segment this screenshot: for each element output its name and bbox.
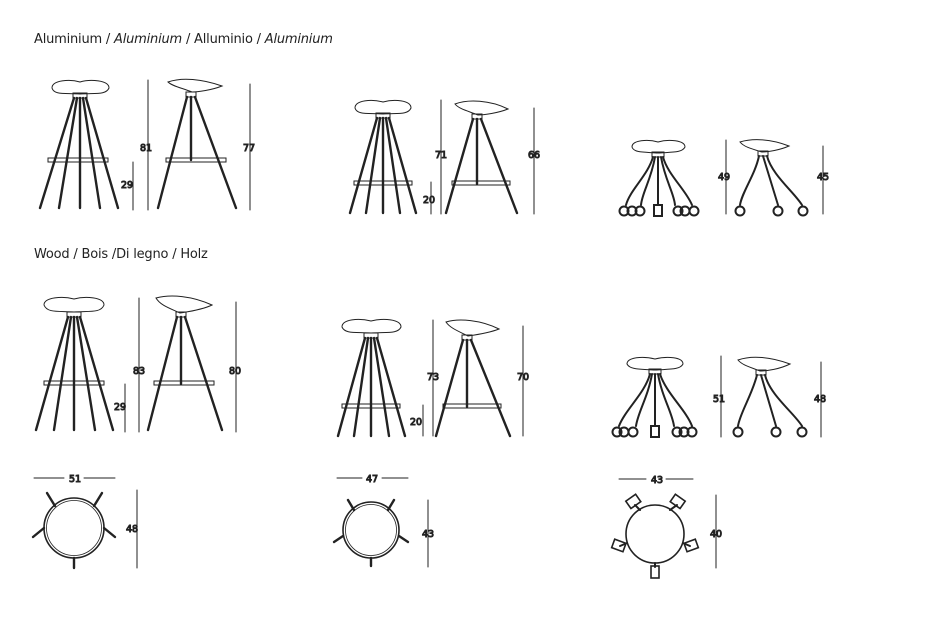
- wood-counter-side-dims: 70: [517, 325, 530, 437]
- alu-counter-side-height: 66: [528, 150, 540, 161]
- alu-counter-front-dims: 71 20: [423, 99, 448, 215]
- aluminium-heading-part-2: / Alluminio /: [182, 32, 265, 47]
- wood-counter-footrest-height: 20: [410, 417, 422, 428]
- alu-caster-front-height: 49: [718, 172, 730, 183]
- alu-caster-stool-front: [618, 139, 700, 217]
- wood-counter-front-dims: 73 20: [410, 319, 440, 437]
- wood-counter-front-height: 73: [427, 372, 439, 383]
- alu-bar-stool-side: [156, 78, 238, 210]
- wood-caster-front-height: 51: [713, 394, 725, 405]
- wood-bar-stool-side: [146, 295, 224, 432]
- aluminium-heading-part-3: Aluminium: [264, 32, 333, 47]
- alu-caster-stool-side: [734, 139, 809, 217]
- alu-counter-side-dims: 66: [528, 107, 541, 215]
- wood-caster-stool-front: [611, 356, 698, 438]
- alu-counter-front-height: 71: [435, 150, 447, 161]
- alu-counter-stool-side: [444, 100, 519, 215]
- aluminium-heading: Aluminium / Aluminium / Alluminio / Alum…: [34, 32, 333, 47]
- alu-caster-side-height: 45: [817, 172, 829, 183]
- aluminium-heading-part-0: Aluminium /: [34, 32, 115, 47]
- wood-heading: Wood / Bois /Di legno / Holz: [34, 247, 208, 262]
- alu-bar-front-height: 81: [140, 143, 152, 154]
- wood-bar-front-dims: 83 29: [114, 297, 146, 433]
- counter-stool-top-dims: 47 43: [336, 474, 435, 568]
- wood-bar-side-dims: 80: [229, 301, 242, 433]
- alu-bar-side-dims: 77: [243, 83, 256, 211]
- alu-bar-stool-front: [38, 79, 120, 210]
- wood-counter-side-height: 70: [517, 372, 529, 383]
- wood-bar-front-height: 83: [133, 366, 145, 377]
- alu-counter-footrest-height: 20: [423, 195, 435, 206]
- alu-bar-front-dims: 81 29: [121, 79, 153, 211]
- wood-caster-front-dims: 51: [713, 355, 726, 438]
- caster-top-width: 43: [651, 475, 663, 486]
- alu-counter-stool-front: [348, 99, 418, 215]
- wood-caster-side-dims: 48: [814, 361, 827, 438]
- wood-bar-footrest-height: 29: [114, 402, 126, 413]
- counter-stool-top-view: [332, 498, 410, 568]
- caster-stool-top-view: [610, 493, 700, 579]
- aluminium-heading-part-1: Aluminium: [114, 32, 183, 47]
- caster-top-depth: 40: [710, 529, 722, 540]
- wood-counter-stool-front: [336, 318, 407, 438]
- bar-stool-top-view: [31, 491, 117, 570]
- wood-bar-side-height: 80: [229, 366, 241, 377]
- wood-heading-part-0: Wood / Bois /Di legno / Holz: [34, 247, 208, 262]
- bar-top-depth: 48: [126, 524, 138, 535]
- wood-bar-stool-front: [34, 296, 115, 432]
- bar-top-width: 51: [69, 474, 81, 485]
- alu-bar-footrest-height: 29: [121, 180, 133, 191]
- alu-caster-front-dims: 49: [718, 139, 731, 215]
- wood-counter-stool-side: [434, 319, 512, 438]
- counter-top-width: 47: [366, 474, 378, 485]
- alu-bar-side-height: 77: [243, 143, 255, 154]
- bar-stool-top-dims: 51 48: [33, 474, 139, 569]
- wood-caster-stool-side: [732, 356, 808, 438]
- counter-top-depth: 43: [422, 529, 434, 540]
- wood-caster-side-height: 48: [814, 394, 826, 405]
- caster-stool-top-dims: 43 40: [618, 475, 723, 569]
- alu-caster-side-dims: 45: [817, 145, 830, 215]
